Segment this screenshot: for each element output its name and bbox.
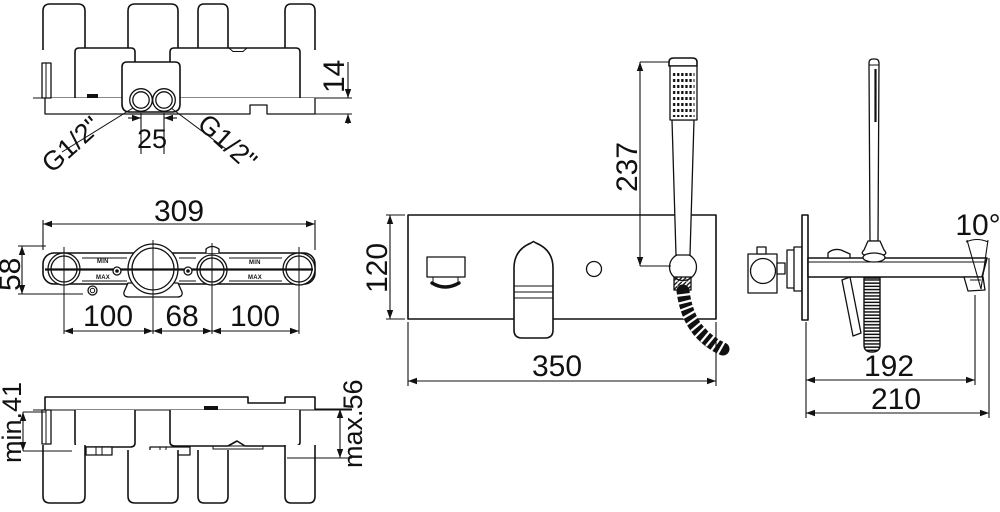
hand-shower-side — [861, 58, 887, 263]
angle-callout: 10° — [955, 209, 1000, 290]
min-marking: MIN — [249, 260, 261, 266]
bottom-view: min.41 max.56 — [0, 379, 368, 504]
diverter-side — [827, 248, 851, 259]
body-mark — [87, 94, 98, 98]
panel-front-view: 237 120 350 — [361, 57, 730, 386]
lever-side — [841, 276, 862, 337]
port-post — [284, 3, 316, 50]
dim-14-label: 14 — [318, 60, 351, 93]
body-block-left — [74, 410, 136, 448]
max-marking: MAX — [96, 275, 110, 281]
dim-237-label: 237 — [611, 142, 644, 192]
mixer-handle-front — [513, 240, 554, 339]
dim-25-label: 25 — [137, 124, 167, 154]
inlet-port-left-bore — [132, 91, 150, 109]
port-post — [197, 450, 229, 504]
side-view: 10° 192 210 — [747, 58, 1000, 418]
hand-shower-front — [668, 57, 698, 291]
port-post — [127, 3, 179, 64]
front-view: MIN MAX MIN MAX 309 58 100 68 100 — [0, 195, 316, 335]
leader-right — [170, 107, 227, 150]
inlet-port-right-bore — [155, 91, 173, 109]
port-post — [197, 3, 229, 50]
thread-label-left: G1/2" — [36, 111, 107, 179]
spout-arm-side — [807, 248, 988, 292]
dim-210-label: 210 — [871, 383, 921, 416]
body-block-right — [169, 47, 301, 98]
spray-nozzles — [672, 70, 695, 117]
port-post — [42, 445, 86, 504]
angle-10-label: 10° — [955, 209, 1000, 242]
bracket — [85, 446, 113, 456]
min-marking: MIN — [97, 259, 109, 265]
body-block-left — [74, 47, 136, 98]
shower-hose-front — [674, 284, 730, 356]
leader-left — [61, 107, 134, 153]
port-post — [42, 3, 86, 50]
port-post — [284, 445, 316, 504]
wall-plate-side — [801, 214, 809, 321]
diverter-button — [585, 260, 603, 278]
shower-handle — [671, 119, 695, 256]
spout-front — [426, 256, 466, 289]
body-notch — [228, 47, 248, 52]
base-plate — [44, 396, 316, 410]
small-port — [87, 285, 98, 296]
dim-120-label: 120 — [361, 243, 394, 293]
dim-350-label: 350 — [532, 350, 582, 383]
dim-192-label: 192 — [864, 350, 914, 383]
thread-label-right: G1/2" — [192, 108, 263, 176]
shower-hose-side — [863, 277, 881, 353]
max-marking: MAX — [248, 275, 262, 281]
dim-68-label: 68 — [165, 300, 198, 333]
body-mark — [204, 406, 218, 410]
body-block-right — [169, 410, 301, 447]
dim-100-right-label: 100 — [230, 300, 280, 333]
dim-100-left-label: 100 — [83, 300, 133, 333]
port-post — [127, 450, 179, 504]
dim-min41-label: min.41 — [0, 382, 27, 463]
concealed-valve-side — [747, 246, 803, 294]
dim-58-label: 58 — [0, 258, 27, 291]
dim-max56-label: max.56 — [338, 379, 368, 468]
top-view: G1/2" G1/2" 25 14 — [33, 3, 352, 179]
shower-cap — [668, 57, 698, 67]
dim-309-label: 309 — [154, 195, 204, 228]
